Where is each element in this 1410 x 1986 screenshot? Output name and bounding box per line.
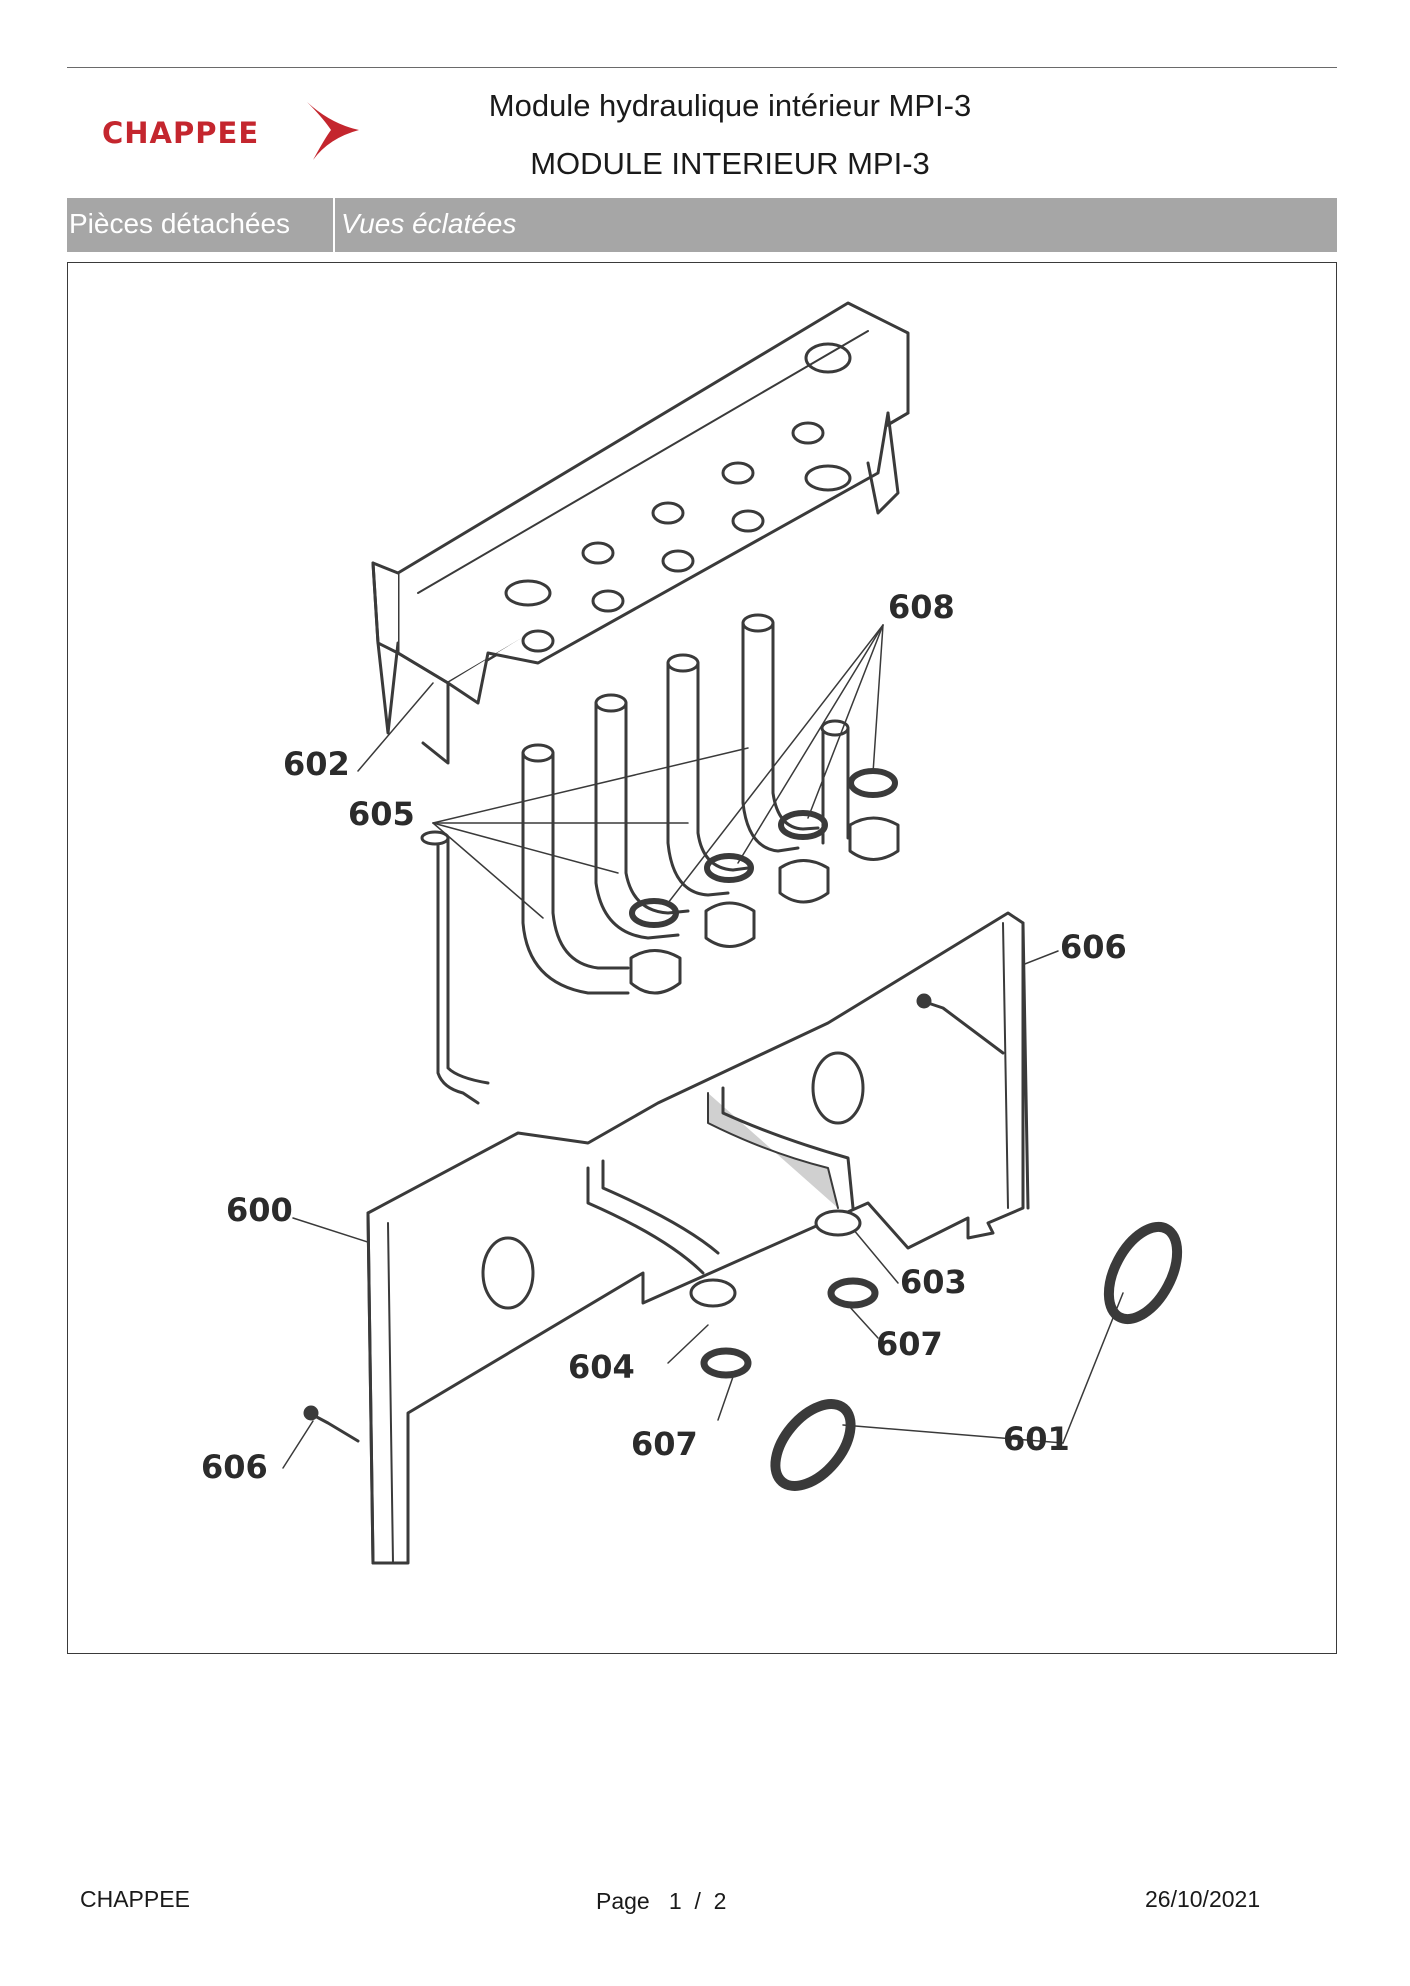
logo-text: CHAPPEE: [102, 116, 260, 150]
seals-601: [770, 1221, 1183, 1491]
screws-606: [303, 993, 1005, 1443]
upper-bracket-602: [371, 301, 910, 765]
callout-602: 602: [283, 745, 350, 783]
logo-arrow-icon: [307, 102, 359, 160]
callout-604: 604: [568, 1348, 635, 1386]
section-divider: [333, 198, 335, 252]
section-exploded-views: Vues éclatées: [341, 208, 517, 239]
section-bar: Pièces détachées Vues éclatées: [67, 198, 1337, 252]
pipes-605: [521, 613, 850, 995]
callout-607-left: 607: [631, 1425, 698, 1463]
top-rule: [67, 67, 1337, 68]
callout-606-upper: 606: [1060, 928, 1127, 966]
nuts-and-seals-608: [629, 768, 900, 995]
pipes-603-604: [586, 1086, 862, 1308]
callout-608: 608: [888, 588, 955, 626]
chappee-logo: CHAPPEE: [96, 100, 366, 164]
page-subtitle: MODULE INTERIEUR MPI-3: [530, 146, 930, 181]
footer-brand: CHAPPEE: [80, 1886, 190, 1912]
seals-607: [700, 1277, 879, 1379]
callout-607-right: 607: [876, 1325, 943, 1363]
section-spare-parts: Pièces détachées: [69, 208, 291, 239]
callout-603: 603: [900, 1263, 967, 1301]
callout-600: 600: [226, 1191, 293, 1229]
exploded-view-drawing: [282, 301, 1183, 1565]
footer-date: 26/10/2021: [1145, 1886, 1261, 1912]
main-panel-600: [366, 830, 1030, 1565]
exploded-view-frame: 602 605 608 606 600 603 607 604 607 601 …: [67, 262, 1337, 1654]
callout-601: 601: [1003, 1420, 1070, 1458]
callout-605: 605: [348, 795, 415, 833]
callout-606-lower: 606: [201, 1448, 268, 1486]
footer-page-number: Page 1 / 2: [596, 1888, 727, 1914]
page-title: Module hydraulique intérieur MPI-3: [488, 88, 972, 123]
